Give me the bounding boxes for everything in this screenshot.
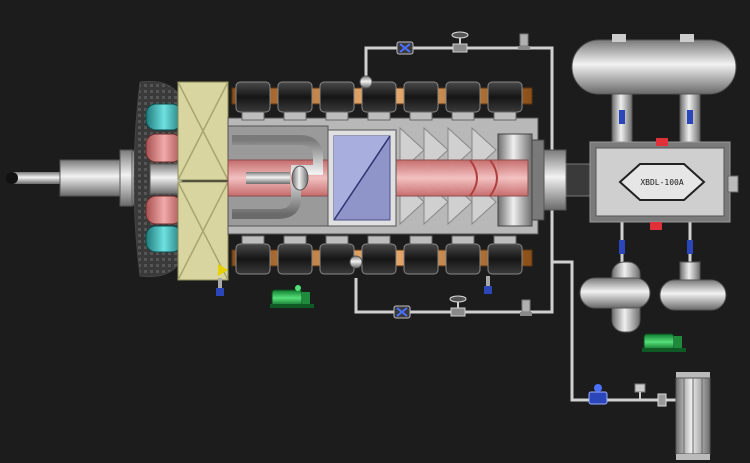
cylinder-head	[319, 81, 355, 121]
top-receiver-vessel	[571, 34, 737, 95]
level-gauge-icon	[216, 278, 224, 296]
cylinder-head	[487, 235, 523, 275]
pressure-gauge-icon	[520, 299, 532, 316]
cylinder-head	[319, 235, 355, 275]
side-flange	[727, 175, 739, 193]
crosshead-guide	[327, 129, 397, 227]
check-valve	[657, 393, 667, 407]
cylinder-head	[277, 235, 313, 275]
motor-pump-icon[interactable]	[270, 285, 314, 308]
cylinder-head	[277, 81, 313, 121]
motor-coupling	[543, 149, 593, 211]
separator-column	[611, 93, 701, 149]
gate-valve-icon[interactable]	[451, 31, 469, 53]
cylinder-head	[361, 235, 397, 275]
cylinder-head	[445, 235, 481, 275]
cylinder-head	[445, 81, 481, 121]
cylinder-head	[487, 81, 523, 121]
gate-valve-icon[interactable]	[393, 305, 411, 319]
cylinder-head	[235, 235, 271, 275]
compressor-housing: XBDL-100A	[589, 141, 731, 223]
oil-filter-vessel	[579, 240, 727, 333]
cylinder-head	[361, 81, 397, 121]
distance-piece	[177, 81, 229, 281]
cylinder-row-bottom	[231, 235, 533, 275]
cylinder-row-top	[231, 81, 533, 121]
alarm-indicator-icon[interactable]	[650, 138, 668, 230]
unit-label: XBDL-100A	[640, 178, 684, 187]
pressure-gauge-icon	[518, 33, 530, 50]
cylinder-head	[235, 81, 271, 121]
header-tee	[349, 75, 373, 269]
gate-valve-icon[interactable]	[449, 295, 467, 317]
flywheel	[133, 80, 183, 278]
cylinder-head	[403, 235, 439, 275]
gate-valve-icon[interactable]	[396, 41, 414, 55]
motor-pump-icon[interactable]	[642, 333, 686, 352]
cylinder-head	[403, 81, 439, 121]
pressure-gauge-icon	[634, 383, 646, 400]
gate-valve-icon[interactable]	[588, 384, 608, 405]
level-gauge-icon	[484, 276, 492, 294]
discharge-filter	[675, 372, 711, 460]
